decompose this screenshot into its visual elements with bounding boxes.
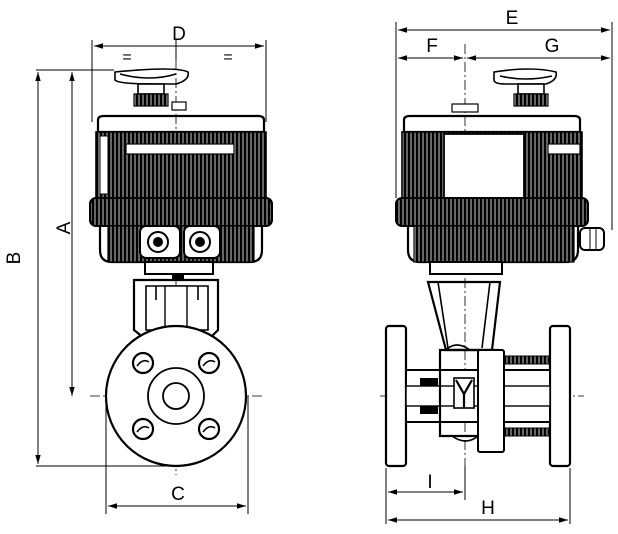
cable-glands [139,225,221,259]
dimension-label-c: C [171,484,185,505]
side-view: E F G H I [380,8,613,524]
side-actuator-housing [395,114,605,264]
dimension-label-d: D [172,24,186,45]
dimension-label-h: H [481,498,495,519]
dimension-label-i: I [427,472,432,493]
equal-right-label: = [223,49,232,66]
dimension-label-f: F [426,36,438,57]
equal-left-label: = [122,49,131,66]
dimension-label-a: A [54,221,75,234]
dimension-label-b: B [4,252,25,265]
mounting-bracket [132,261,220,340]
side-handwheel [451,68,558,113]
dimension-label-g: G [545,36,560,57]
dimension-label-e: E [506,8,519,29]
front-view: A B C D = = [4,24,273,514]
handwheel [114,68,190,111]
front-flange [104,324,248,468]
side-valve-body [384,324,572,468]
actuator-housing [89,114,273,264]
